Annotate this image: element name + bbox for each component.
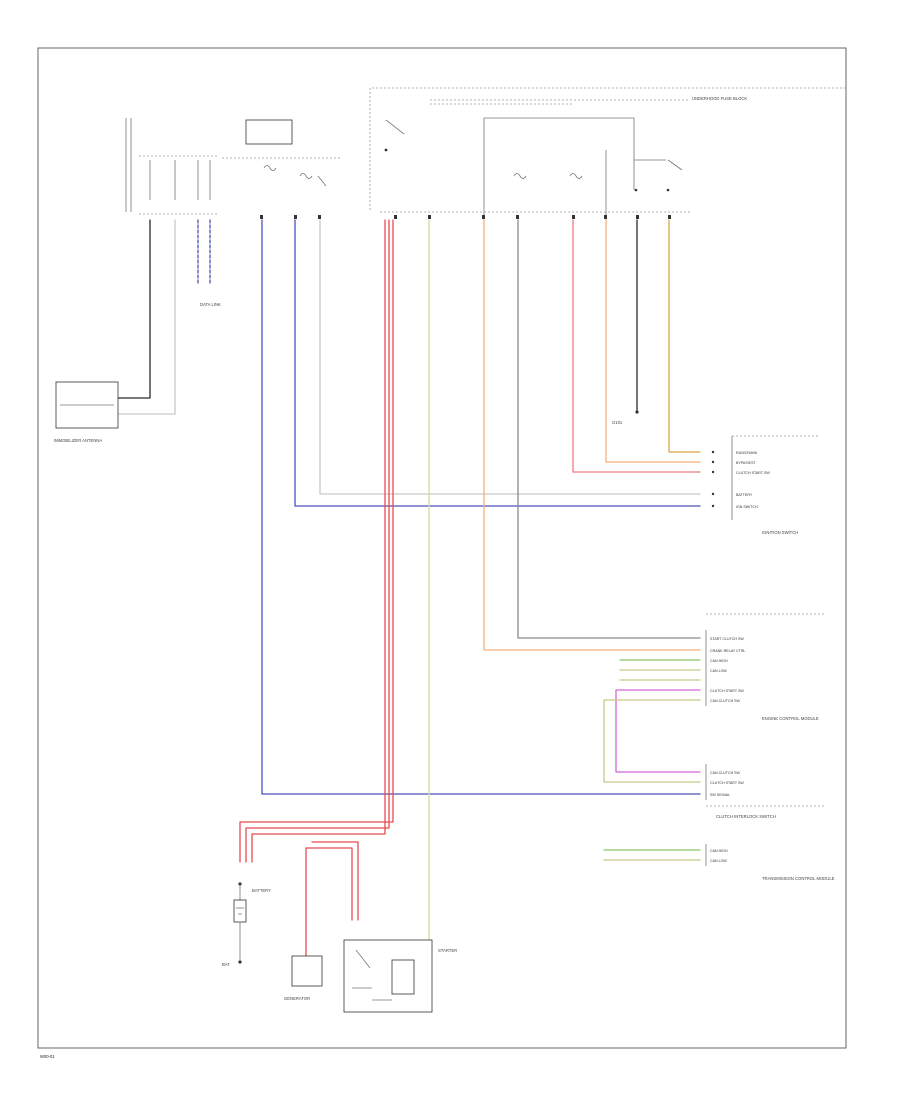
wire-black-antenna [117,219,151,399]
generator: GENERATOR [284,955,323,1001]
wire-red-generator [305,847,353,957]
footer-code: W00-01 [40,1054,55,1059]
wire-tan-clutch-start [603,699,701,783]
engine-control-module: START CLUTCH SW CRANK RELAY CTRL CAN HIG… [705,613,826,721]
ign-pin: CLUTCH START SW [736,471,770,475]
wire-red-battery-3 [251,219,386,863]
tcm-pin: CAN LOW [710,859,727,863]
data-link-label: DATA LINK [200,302,221,307]
ign-pin: BATTERY [736,493,753,497]
immobilizer-antenna: IMMOBILIZER ANTENNA [54,381,119,443]
generator-label: GENERATOR [284,996,310,1001]
fuse-box-top [245,119,293,145]
immobilizer-antenna-label: IMMOBILIZER ANTENNA [54,438,102,443]
clutch-interlock-label: CLUTCH INTERLOCK SWITCH [716,814,776,819]
underhood-fuse-block: UNDERHOOD FUSE BLOCK [369,87,845,220]
ignition-switch-label: IGNITION SWITCH [762,530,798,535]
wire-red-battery-2 [245,219,390,863]
ign-pin: RUN/CRANK [736,451,758,455]
ecm-pin: CAN CLUTCH SW [710,699,741,703]
antenna-connector [125,118,218,215]
bat-label: BAT [222,962,230,967]
transmission-control-module: CAN HIGH CAN LOW TRANSMISSION CONTROL MO… [705,844,835,881]
clutch-pin: CAN CLUTCH SW [710,771,741,775]
clutch-pin: CLUTCH START SW [710,781,744,785]
wire-orange-ecm [483,219,701,651]
battery: BATTERY BAT [222,882,271,967]
wire-orange-ignition [605,219,701,463]
fuse-block-terminals [260,215,671,219]
g101-label: G101 [612,420,623,425]
fuse-symbol [299,173,313,179]
ground-terminal [635,410,639,414]
wire-red-battery [239,219,394,863]
wire-violet-can-clutch [615,689,701,773]
wire-amber-ignition [668,219,701,453]
diagram-frame [37,47,847,1049]
fuse-symbol [263,165,277,171]
wire-blue-ignition [294,219,701,507]
tcm-pin: CAN HIGH [710,849,728,853]
relay-contact [317,175,327,187]
ecm-pin: CAN HIGH [710,659,728,663]
wire-red-starter [311,841,359,921]
ecm-pin: CAN LOW [710,669,727,673]
starter: STARTER [343,939,457,1013]
ecm-pin: CLUTCH START SW [710,689,744,693]
clutch-pin: SW SIGNAL [710,793,730,797]
ecm-pin: CRANK RELAY CTRL [710,649,745,653]
starter-label: STARTER [438,948,457,953]
ecm-pin: START CLUTCH SW [710,637,744,641]
wire-blue-clutch [261,219,701,795]
wire-gray-ecm [517,219,701,639]
clutch-interlock-switch: CAN CLUTCH SW CLUTCH START SW SW SIGNAL … [705,764,826,819]
tcm-label: TRANSMISSION CONTROL MODULE [762,876,835,881]
wire-white-ignition [319,219,701,495]
wire-white-antenna [117,219,176,415]
battery-label: BATTERY [252,888,271,893]
ign-pin: IGN SWITCH [736,505,758,509]
wire-pink-ignition [572,219,701,473]
ignition-switch: RUN/CRANK BYPASS/ST CLUTCH START SW BATT… [711,435,820,535]
ign-pin: BYPASS/ST [736,461,757,465]
ecm-label: ENGINE CONTROL MODULE [762,716,819,721]
underhood-fuse-block-label: UNDERHOOD FUSE BLOCK [692,96,747,101]
